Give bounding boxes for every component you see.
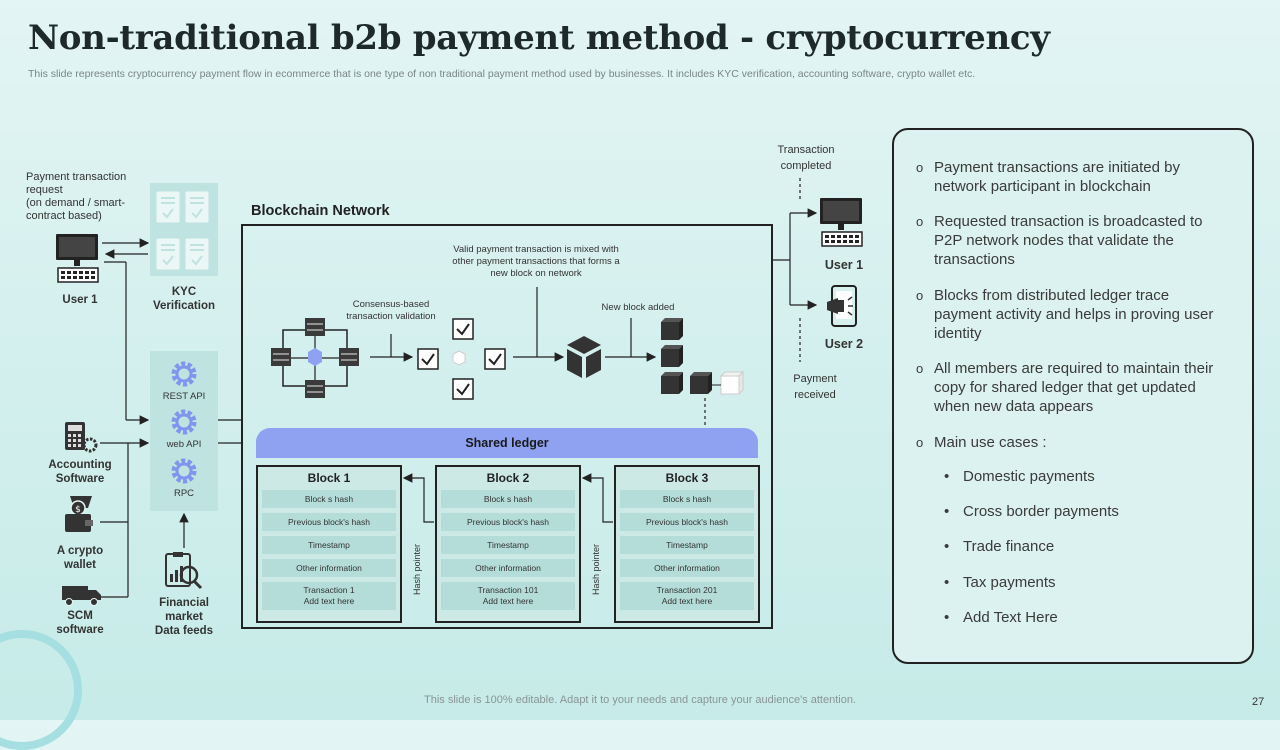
shared-ledger-bar: Shared ledger [256,428,758,458]
block-chain-stack-icon [661,318,745,396]
new-block-cube-icon [567,336,601,378]
desktop-computer-icon [56,234,99,283]
user1-left-label: User 1 [62,294,98,306]
connector-lines [100,178,818,598]
use-case-item: •Trade finance [944,538,1055,555]
user1-right-label: User 1 [824,258,864,272]
user2-label: User 2 [824,337,864,351]
block-field: Previous block's hash [620,513,754,531]
blockchain-network-box [241,224,773,629]
delivery-truck-icon [62,586,101,606]
gear-icon [171,361,197,387]
block-field: Block s hash [441,490,575,508]
block-field: Block s hash [262,490,396,508]
block-field: Timestamp [620,536,754,554]
block-field: Timestamp [441,536,575,554]
page-number: 27 [1252,696,1265,708]
block-card: Block 3 Block s hash Previous block's ha… [614,465,760,623]
svg-text:$: $ [75,505,81,515]
gear-icon [171,409,197,435]
calculator-icon [65,422,98,453]
hash-pointer-label: Hash pointer [412,543,422,595]
block-title: Block 2 [486,471,530,485]
use-case-item: •Domestic payments [944,468,1095,485]
p2p-network-icon [271,318,359,398]
use-case-item: •Tax payments [944,574,1056,591]
desktop-computer-icon [820,198,863,247]
rest-api-label: REST API [162,391,206,402]
block-field: Previous block's hash [262,513,396,531]
hash-pointer-label: Hash pointer [591,543,601,595]
block-card: Block 1 Block s hash Previous block's ha… [256,465,402,623]
use-case-item: •Cross border payments [944,503,1119,520]
api-panel: REST API web API RPC [150,351,218,511]
kyc-panel [150,183,218,276]
gear-icon [171,458,197,484]
block-field: Other information [441,559,575,577]
crypto-wallet-icon: $ [65,496,93,532]
network-title: Blockchain Network [251,203,390,219]
block-field: Previous block's hash [441,513,575,531]
block-card: Block 2 Block s hash Previous block's ha… [435,465,581,623]
page-title: Non-traditional b2b payment method - cry… [28,18,1050,58]
kyc-documents-icon [156,191,209,270]
validation-checks [417,318,506,400]
web-api-label: web API [166,439,202,450]
financial-report-icon [165,552,203,590]
block-title: Block 1 [307,471,351,485]
block-field: Block s hash [620,490,754,508]
use-case-item: •Add Text Here [944,609,1058,626]
block-title: Block 3 [665,471,709,485]
block-field: Timestamp [262,536,396,554]
new-block-label: New block added [601,302,675,313]
footer-note: This slide is 100% editable. Adapt it to… [424,694,856,706]
page-subtitle: This slide represents cryptocurrency pay… [28,68,976,80]
rpc-label: RPC [173,488,195,499]
mobile-phone-icon [827,285,857,327]
block-field: Other information [262,559,396,577]
block-field: Other information [620,559,754,577]
